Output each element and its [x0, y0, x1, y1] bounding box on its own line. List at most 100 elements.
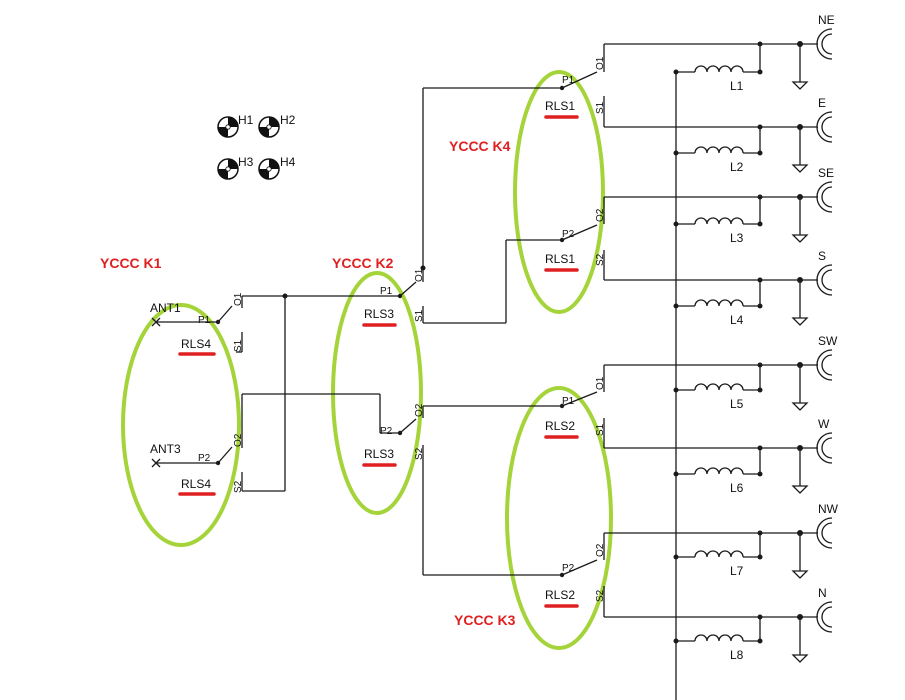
output-label: SW: [818, 334, 838, 348]
inductor-coil-icon: [694, 65, 744, 73]
pin-label: S2: [233, 480, 244, 493]
output-label: NE: [818, 13, 835, 27]
ground-icon: [791, 570, 809, 579]
pin-label: O2: [414, 403, 425, 417]
inductor-coil-icon: [694, 299, 744, 307]
relay-k1: ANT1 ANT3 P1 P2 O1 S1 O2 S2 RLS4 RLS4: [150, 292, 380, 496]
pin-label: S2: [595, 589, 606, 602]
inductor: L5: [673, 365, 763, 411]
inductor: L7: [673, 533, 763, 578]
inductor: L8: [673, 617, 763, 662]
pin-label: S1: [595, 423, 606, 436]
coax-connector-icon: [816, 349, 833, 381]
output-connector: W: [757, 417, 833, 494]
output-connector: S: [757, 249, 833, 326]
relay-label-k1-top: RLS4: [181, 337, 211, 351]
inductor-coil-icon: [694, 550, 744, 558]
relay-label-k4-top: RLS1: [545, 99, 575, 113]
inductor: L1: [673, 44, 763, 93]
output-label: S: [818, 249, 826, 263]
group-ellipse-k2: [331, 271, 423, 515]
output-connector: NW: [757, 502, 839, 579]
inductor-label: L3: [730, 231, 744, 245]
inductor: L6: [673, 448, 763, 495]
inductor-label: L1: [730, 79, 744, 93]
group-label-k2: YCCC K2: [332, 255, 394, 271]
pin-label: P1: [562, 396, 575, 407]
inductor-label: L6: [730, 481, 744, 495]
output-connector: E: [757, 96, 833, 173]
inductor: L2: [673, 127, 763, 174]
ground-icon: [791, 485, 809, 494]
output-connectors: NE E SE S SW W NW N: [757, 13, 839, 663]
ground-icon: [791, 81, 809, 90]
pin-label: S1: [595, 101, 606, 114]
coax-connector-icon: [816, 28, 833, 60]
output-label: NW: [818, 502, 839, 516]
mounting-hole-icon: [258, 116, 280, 138]
mounting-holes: H1 H2 H3 H4: [217, 113, 296, 180]
pin-label: O1: [233, 292, 244, 306]
coax-connector-icon: [816, 111, 833, 143]
coax-connector-icon: [816, 181, 833, 213]
pin-label: P2: [198, 453, 211, 464]
mounting-hole-icon: [217, 158, 239, 180]
pin-label: O2: [233, 433, 244, 447]
relay-label-k3-bottom: RLS2: [545, 588, 575, 602]
hole-label-h2: H2: [280, 113, 296, 127]
group-ellipse-k1: [121, 303, 241, 547]
inductor-coil-icon: [694, 146, 744, 154]
output-connector: NE: [757, 13, 835, 90]
pin-label: O1: [595, 56, 606, 70]
coax-connector-icon: [816, 264, 833, 296]
group-ellipse-k4: [513, 70, 605, 314]
pin-label: S2: [414, 447, 425, 460]
pin-label: P2: [380, 426, 393, 437]
pin-label: O2: [595, 208, 606, 222]
output-connector: SE: [757, 166, 834, 243]
relay-label-k4-bottom: RLS1: [545, 252, 575, 266]
inductor-label: L7: [730, 564, 744, 578]
group-label-k4: YCCC K4: [449, 138, 511, 154]
relay-label-k3-top: RLS2: [545, 419, 575, 433]
ground-icon: [791, 317, 809, 326]
relay-k4: P1 P2 O1 S1 O2 S2 RLS1 RLS1: [544, 43, 800, 281]
ground-icon: [791, 164, 809, 173]
inductor: L4: [673, 280, 763, 327]
relay-label-k2-top: RLS3: [364, 307, 394, 321]
ground-icon: [791, 654, 809, 663]
pin-label: P2: [562, 229, 575, 240]
output-label: E: [818, 96, 826, 110]
pin-label: O1: [595, 376, 606, 390]
ground-icon: [791, 234, 809, 243]
pin-label: O2: [595, 543, 606, 557]
inductor-label: L5: [730, 397, 744, 411]
pin-label: P1: [380, 286, 393, 297]
inductor-coil-icon: [694, 383, 744, 391]
pin-label: S1: [233, 339, 244, 352]
inductor-coil-icon: [694, 634, 744, 642]
pin-label: P1: [562, 75, 575, 86]
output-connector: SW: [757, 334, 838, 411]
mounting-hole-icon: [217, 116, 239, 138]
output-connector: N: [757, 586, 833, 663]
relay-k3: P1 P2 O1 S1 O2 S2 RLS2 RLS2: [544, 364, 800, 618]
ground-icon: [791, 402, 809, 411]
antenna-label-ant3: ANT3: [150, 442, 181, 456]
inductor-label: L4: [730, 313, 744, 327]
relay-label-k2-bottom: RLS3: [364, 447, 394, 461]
hole-label-h4: H4: [280, 155, 296, 169]
group-label-k1: YCCC K1: [100, 255, 162, 271]
mounting-hole-icon: [258, 158, 280, 180]
hole-label-h1: H1: [238, 113, 254, 127]
hole-label-h3: H3: [238, 155, 254, 169]
coax-connector-icon: [816, 432, 833, 464]
inductor-coil-icon: [694, 217, 744, 225]
inductor-label: L2: [730, 160, 744, 174]
output-label: SE: [818, 166, 834, 180]
inductor-coil-icon: [694, 467, 744, 475]
pin-label: P2: [562, 563, 575, 574]
antenna-label-ant1: ANT1: [150, 301, 181, 315]
output-label: N: [818, 586, 827, 600]
